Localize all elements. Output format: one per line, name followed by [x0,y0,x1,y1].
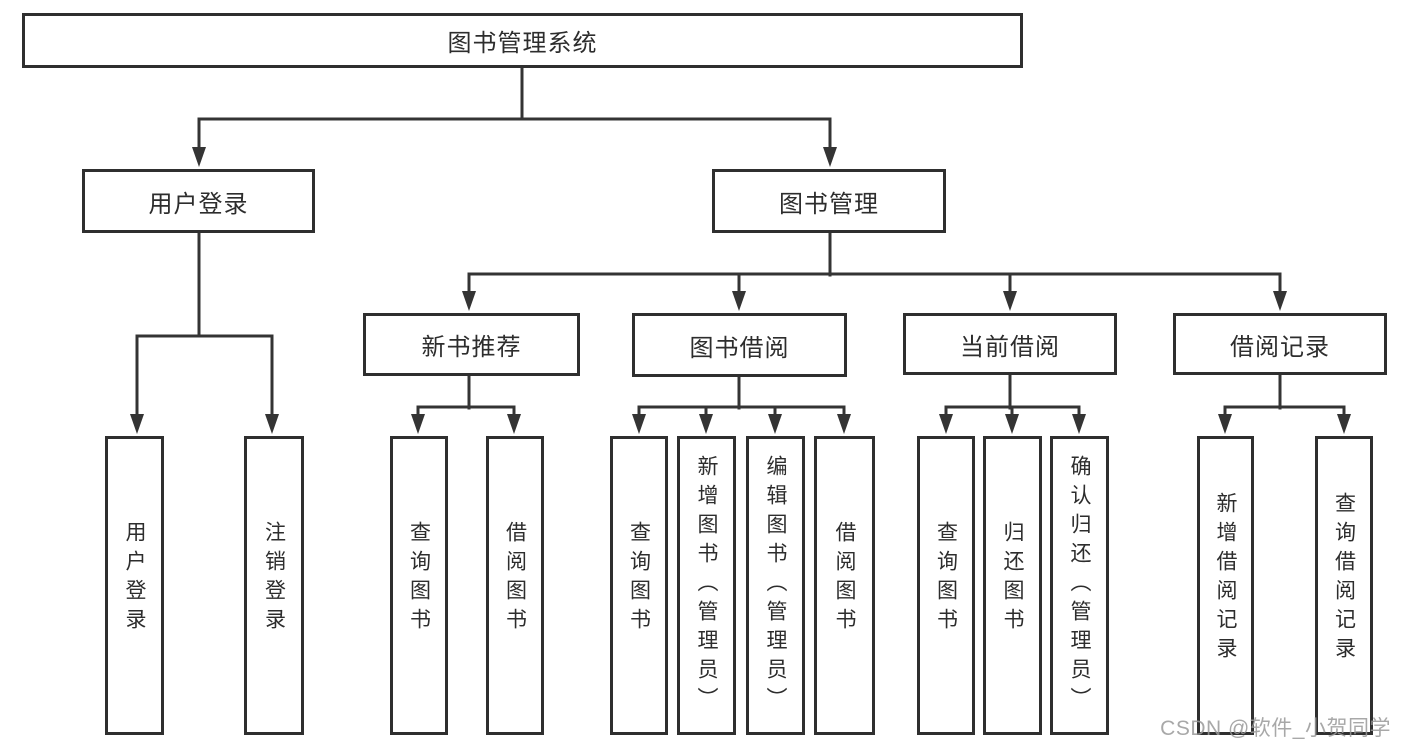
wire-new-book-split [416,374,516,410]
leaf-label: 用户登录 [123,520,146,637]
leaf-query-book-1: 查询图书 [390,436,448,735]
leaf-label: 编辑图书（管理员） [764,455,787,716]
node-library-system: 图书管理系统 [22,13,1023,68]
csdn-watermark: CSDN @软件_小贺同学 [1160,717,1391,740]
leaf-query-borrow-record: 查询借阅记录 [1315,436,1373,735]
leaf-query-book-3: 查询图书 [917,436,975,735]
leaf-label: 查询图书 [934,520,958,637]
leaf-label: 借阅图书 [503,520,527,637]
wire-book-borrow-split [637,375,846,410]
leaf-label: 查询借阅记录 [1332,491,1356,666]
wire-user-login-split [135,231,274,338]
leaf-logout-login: 注销登录 [244,436,304,735]
leaf-edit-book-admin: 编辑图书（管理员） [746,436,805,735]
leaf-user-login: 用户登录 [105,436,164,735]
wire-borrow-records-split [1223,373,1346,410]
wire-current-borrow-split [944,373,1081,410]
leaf-borrow-book-2: 借阅图书 [814,436,875,735]
wire-book-management-split [467,231,1282,277]
node-current-borrow: 当前借阅 [903,313,1117,375]
leaf-query-book-2: 查询图书 [610,436,668,735]
leaf-label: 查询图书 [627,520,651,637]
leaf-label: 查询图书 [407,520,431,637]
leaf-borrow-book-1: 借阅图书 [486,436,544,735]
node-borrow-records: 借阅记录 [1173,313,1387,375]
leaf-return-book: 归还图书 [983,436,1042,735]
leaf-add-borrow-record: 新增借阅记录 [1197,436,1254,735]
leaf-confirm-return-admin: 确认归还（管理员） [1050,436,1109,735]
leaf-label: 确认归还（管理员） [1068,455,1091,716]
leaf-label: 借阅图书 [833,520,856,637]
node-user-login: 用户登录 [82,169,315,233]
leaf-add-book-admin: 新增图书（管理员） [677,436,736,735]
leaf-label: 注销登录 [262,520,286,637]
wire-root-split [197,66,832,121]
node-book-management: 图书管理 [712,169,946,233]
node-book-borrow: 图书借阅 [632,313,847,377]
leaf-label: 归还图书 [1001,520,1024,637]
node-new-book-recommend: 新书推荐 [363,313,580,376]
leaf-label: 新增借阅记录 [1214,491,1237,666]
leaf-label: 新增图书（管理员） [695,455,718,716]
